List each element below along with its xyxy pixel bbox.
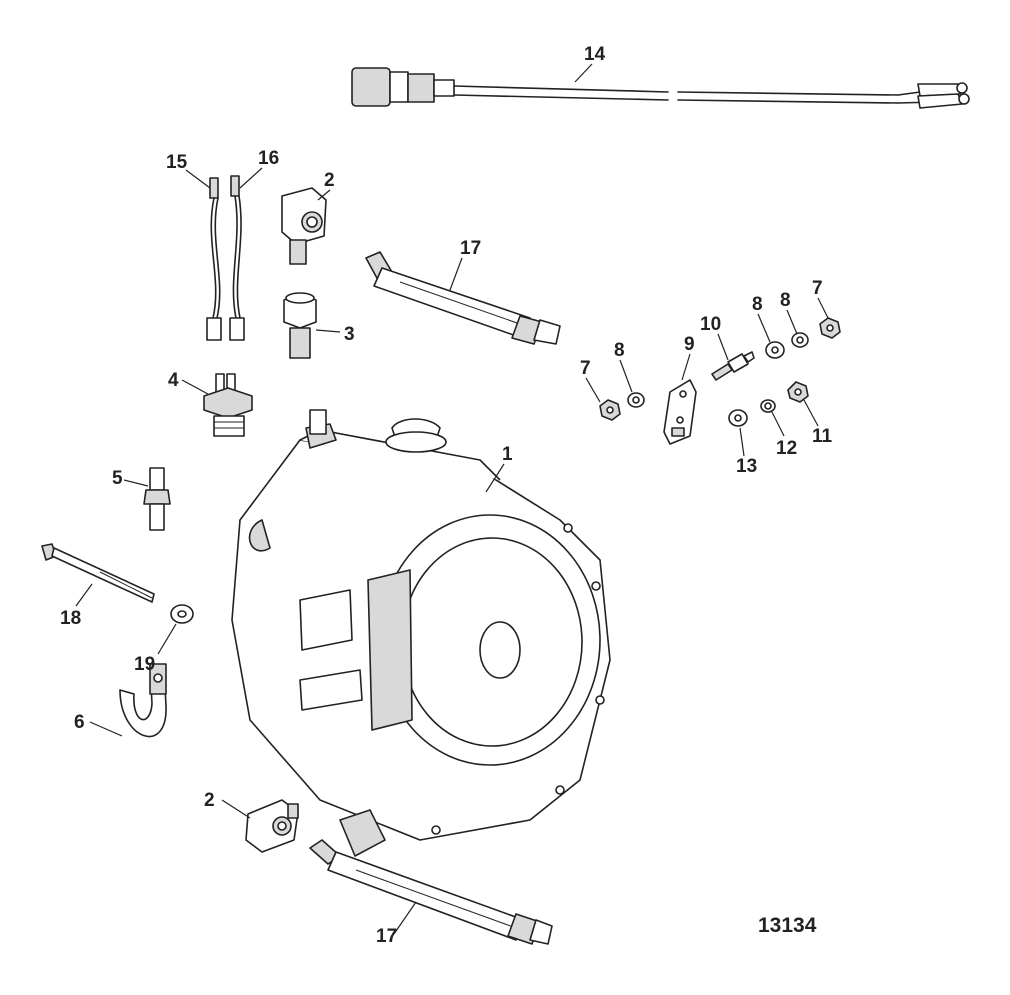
callout-13: 13 — [736, 456, 757, 477]
hose-lower — [309, 839, 553, 945]
callout-11: 11 — [812, 426, 833, 447]
washer-8-right — [791, 332, 809, 348]
callout-5: 5 — [112, 468, 123, 489]
barbed-fitting — [143, 467, 171, 531]
callout-9: 9 — [684, 334, 695, 355]
flat-washer-13 — [728, 409, 748, 427]
transmission-housing — [231, 409, 611, 857]
washer-8-left — [627, 392, 645, 408]
callout-12: 12 — [776, 438, 797, 459]
callout-2-lower: 2 — [204, 790, 215, 811]
hose-upper — [365, 251, 561, 345]
temperature-switch — [203, 373, 253, 437]
callout-8-right: 8 — [780, 290, 791, 311]
washer-8-middle — [765, 341, 785, 359]
callout-19: 19 — [134, 654, 155, 675]
callout-4: 4 — [168, 370, 179, 391]
callout-17-upper: 17 — [460, 238, 481, 259]
callout-16: 16 — [258, 148, 279, 169]
callout-3: 3 — [344, 324, 355, 345]
callout-7-left: 7 — [580, 358, 591, 379]
callout-14: 14 — [584, 44, 606, 65]
nut-11 — [787, 381, 809, 403]
callout-10: 10 — [700, 314, 721, 335]
adapter-fitting — [283, 292, 317, 359]
callout-8-middle: 8 — [752, 294, 763, 315]
callout-2-upper: 2 — [324, 170, 335, 191]
leader-lines — [75, 63, 829, 935]
mounting-bracket — [663, 379, 697, 445]
p-clamp — [119, 663, 167, 738]
callout-7-right: 7 — [812, 278, 823, 299]
nut-left — [599, 399, 621, 421]
figure-number: 13134 — [758, 914, 817, 937]
callout-18: 18 — [60, 608, 81, 629]
callout-15: 15 — [166, 152, 188, 173]
wiring-harness-part — [351, 67, 970, 109]
elbow-fitting-upper — [281, 187, 327, 265]
nut-right — [819, 317, 841, 339]
sensor-lead-16 — [229, 175, 245, 341]
sensor-lead-15 — [206, 177, 222, 341]
long-bolt — [41, 543, 155, 603]
washer-19 — [170, 604, 194, 624]
elbow-fitting-lower — [245, 799, 299, 853]
threaded-stud — [711, 351, 755, 381]
lock-washer-12 — [760, 399, 776, 413]
callout-17-lower: 17 — [376, 926, 397, 947]
callout-6: 6 — [74, 712, 85, 733]
callout-1: 1 — [502, 444, 513, 465]
callout-8-left: 8 — [614, 340, 625, 361]
